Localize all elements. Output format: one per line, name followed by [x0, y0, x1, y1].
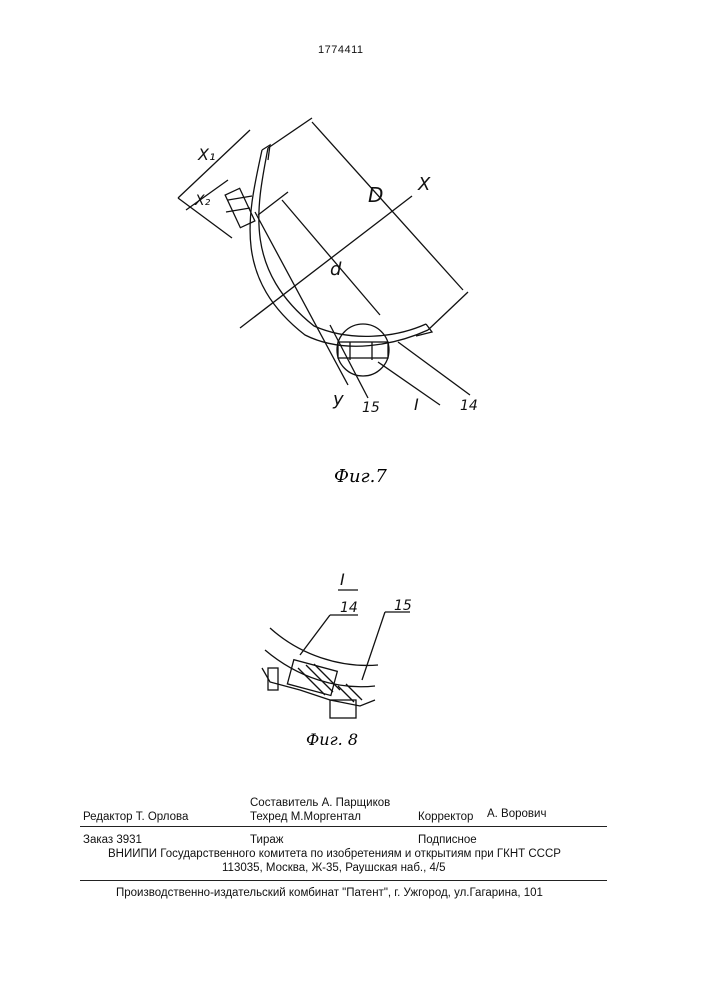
publisher-org: ВНИИПИ Государственного комитета по изоб… — [108, 848, 561, 860]
figure-8-caption: Фиг. 8 — [306, 730, 358, 749]
detail-outer-curve — [270, 628, 378, 665]
corrector-label: Корректор — [418, 811, 473, 823]
detail-bolt-left — [268, 668, 278, 690]
circulation: Тираж — [250, 834, 283, 846]
printer-line: Производственно-издательский комбинат "П… — [116, 887, 543, 899]
publisher-address: 113035, Москва, Ж-35, Раушская наб., 4/5 — [222, 862, 445, 874]
detail-label-14: 14 — [340, 600, 358, 616]
footer-rule-top — [80, 826, 607, 827]
order-number: Заказ 3931 — [83, 834, 142, 846]
techred: Техред М.Моргентал — [250, 811, 361, 823]
detail-view-label-I: I — [340, 570, 345, 589]
compiler: Составитель А. Парщиков — [250, 797, 390, 809]
figure-8-drawing: I 14 15 Фиг. 8 — [0, 0, 707, 760]
detail-label-15: 15 — [394, 598, 412, 614]
corrector-name: А. Ворович — [487, 808, 546, 820]
detail-inner-curve — [265, 650, 375, 687]
subscription: Подписное — [418, 834, 477, 846]
footer-rule-bottom — [80, 880, 607, 881]
editor: Редактор Т. Орлова — [83, 811, 188, 823]
